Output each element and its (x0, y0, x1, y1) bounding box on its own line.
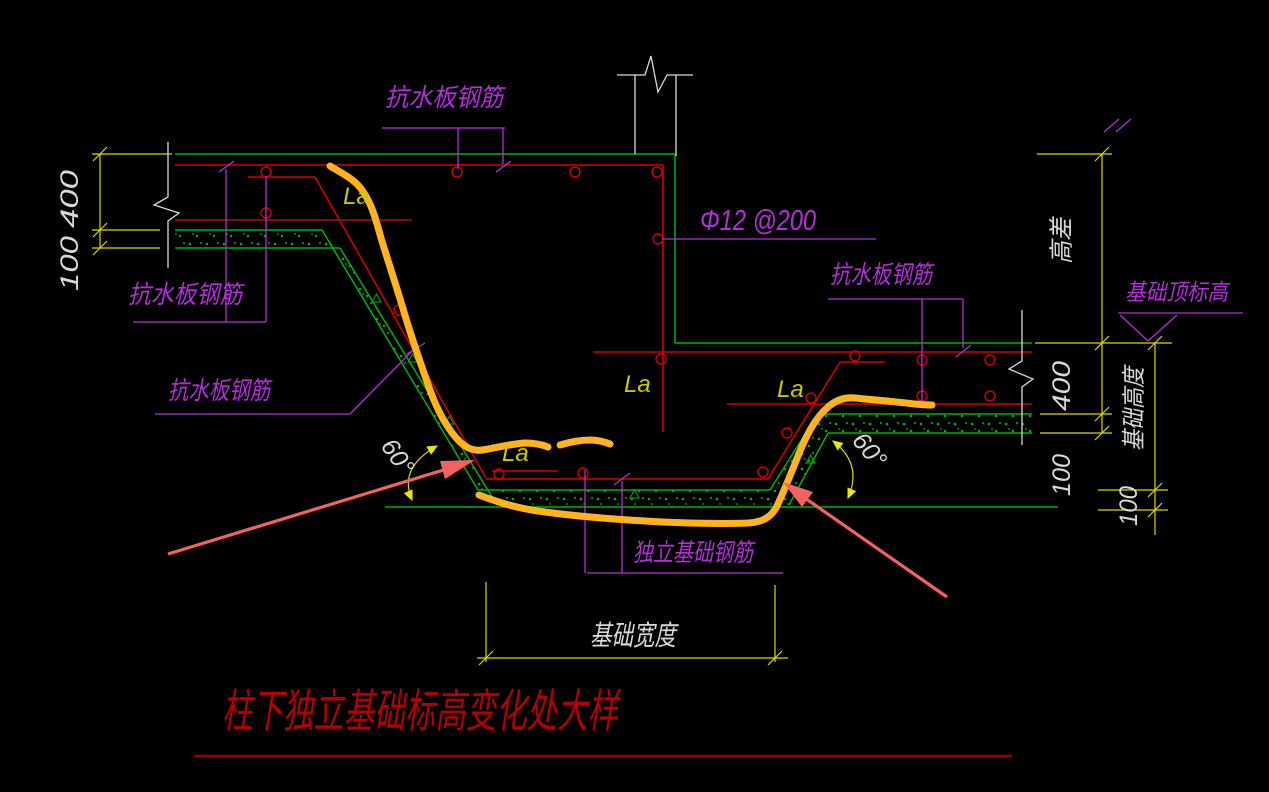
break-lines (152, 55, 1035, 445)
dim-100-right-lower: 100 (1115, 486, 1143, 526)
arrow-left-shaft (167, 466, 451, 556)
anchorage-la-pit: La (502, 440, 529, 467)
rebar-lines (175, 164, 1032, 480)
arrow-right-head (783, 482, 813, 507)
anchorage-la-top: La (343, 183, 370, 210)
dim-400-left: 400 (56, 170, 84, 228)
anchorage-la-right: La (777, 376, 804, 403)
label-waterproof-rebar-top: 抗水板钢筋 (385, 84, 507, 112)
annotation-arrows (167, 460, 948, 599)
label-foundation-top-level: 基础顶标高 (1125, 279, 1231, 305)
label-waterproof-rebar-left-upper: 抗水板钢筋 (128, 281, 246, 309)
leader-lines (133, 118, 1243, 574)
dim-foundation-width: 基础宽度 (590, 620, 679, 651)
angle-60-left: 60° (375, 433, 420, 480)
dimension-lines (92, 146, 1172, 666)
dim-400-right: 400 (1048, 361, 1076, 411)
arrow-left-head (440, 460, 475, 479)
label-rebar-spec: Φ12 @200 (700, 205, 816, 237)
highlight-marker (326, 162, 936, 527)
dim-height-diff: 高差 (1048, 216, 1076, 264)
angle-arc-left (403, 445, 439, 502)
dim-100-right-upper: 100 (1048, 454, 1076, 496)
dim-100-left: 100 (56, 236, 84, 291)
anchorage-la-center: La (624, 371, 651, 398)
label-waterproof-rebar-right: 抗水板钢筋 (830, 261, 935, 289)
angle-arc-right (832, 440, 857, 500)
dim-foundation-height: 基础高度 (1121, 364, 1148, 451)
arrow-right-shaft (801, 494, 948, 599)
angle-60-right: 60° (846, 427, 892, 474)
drawing-title: 柱下独立基础标高变化处大样 (222, 685, 621, 737)
concrete-outline (175, 153, 1058, 508)
text-labels: 抗水板钢筋 抗水板钢筋 抗水板钢筋 抗水板钢筋 Φ12 @200 独立基础钢筋 … (56, 84, 1231, 737)
label-waterproof-rebar-left-lower: 抗水板钢筋 (168, 377, 273, 405)
label-foundation-rebar: 独立基础钢筋 (633, 539, 756, 567)
